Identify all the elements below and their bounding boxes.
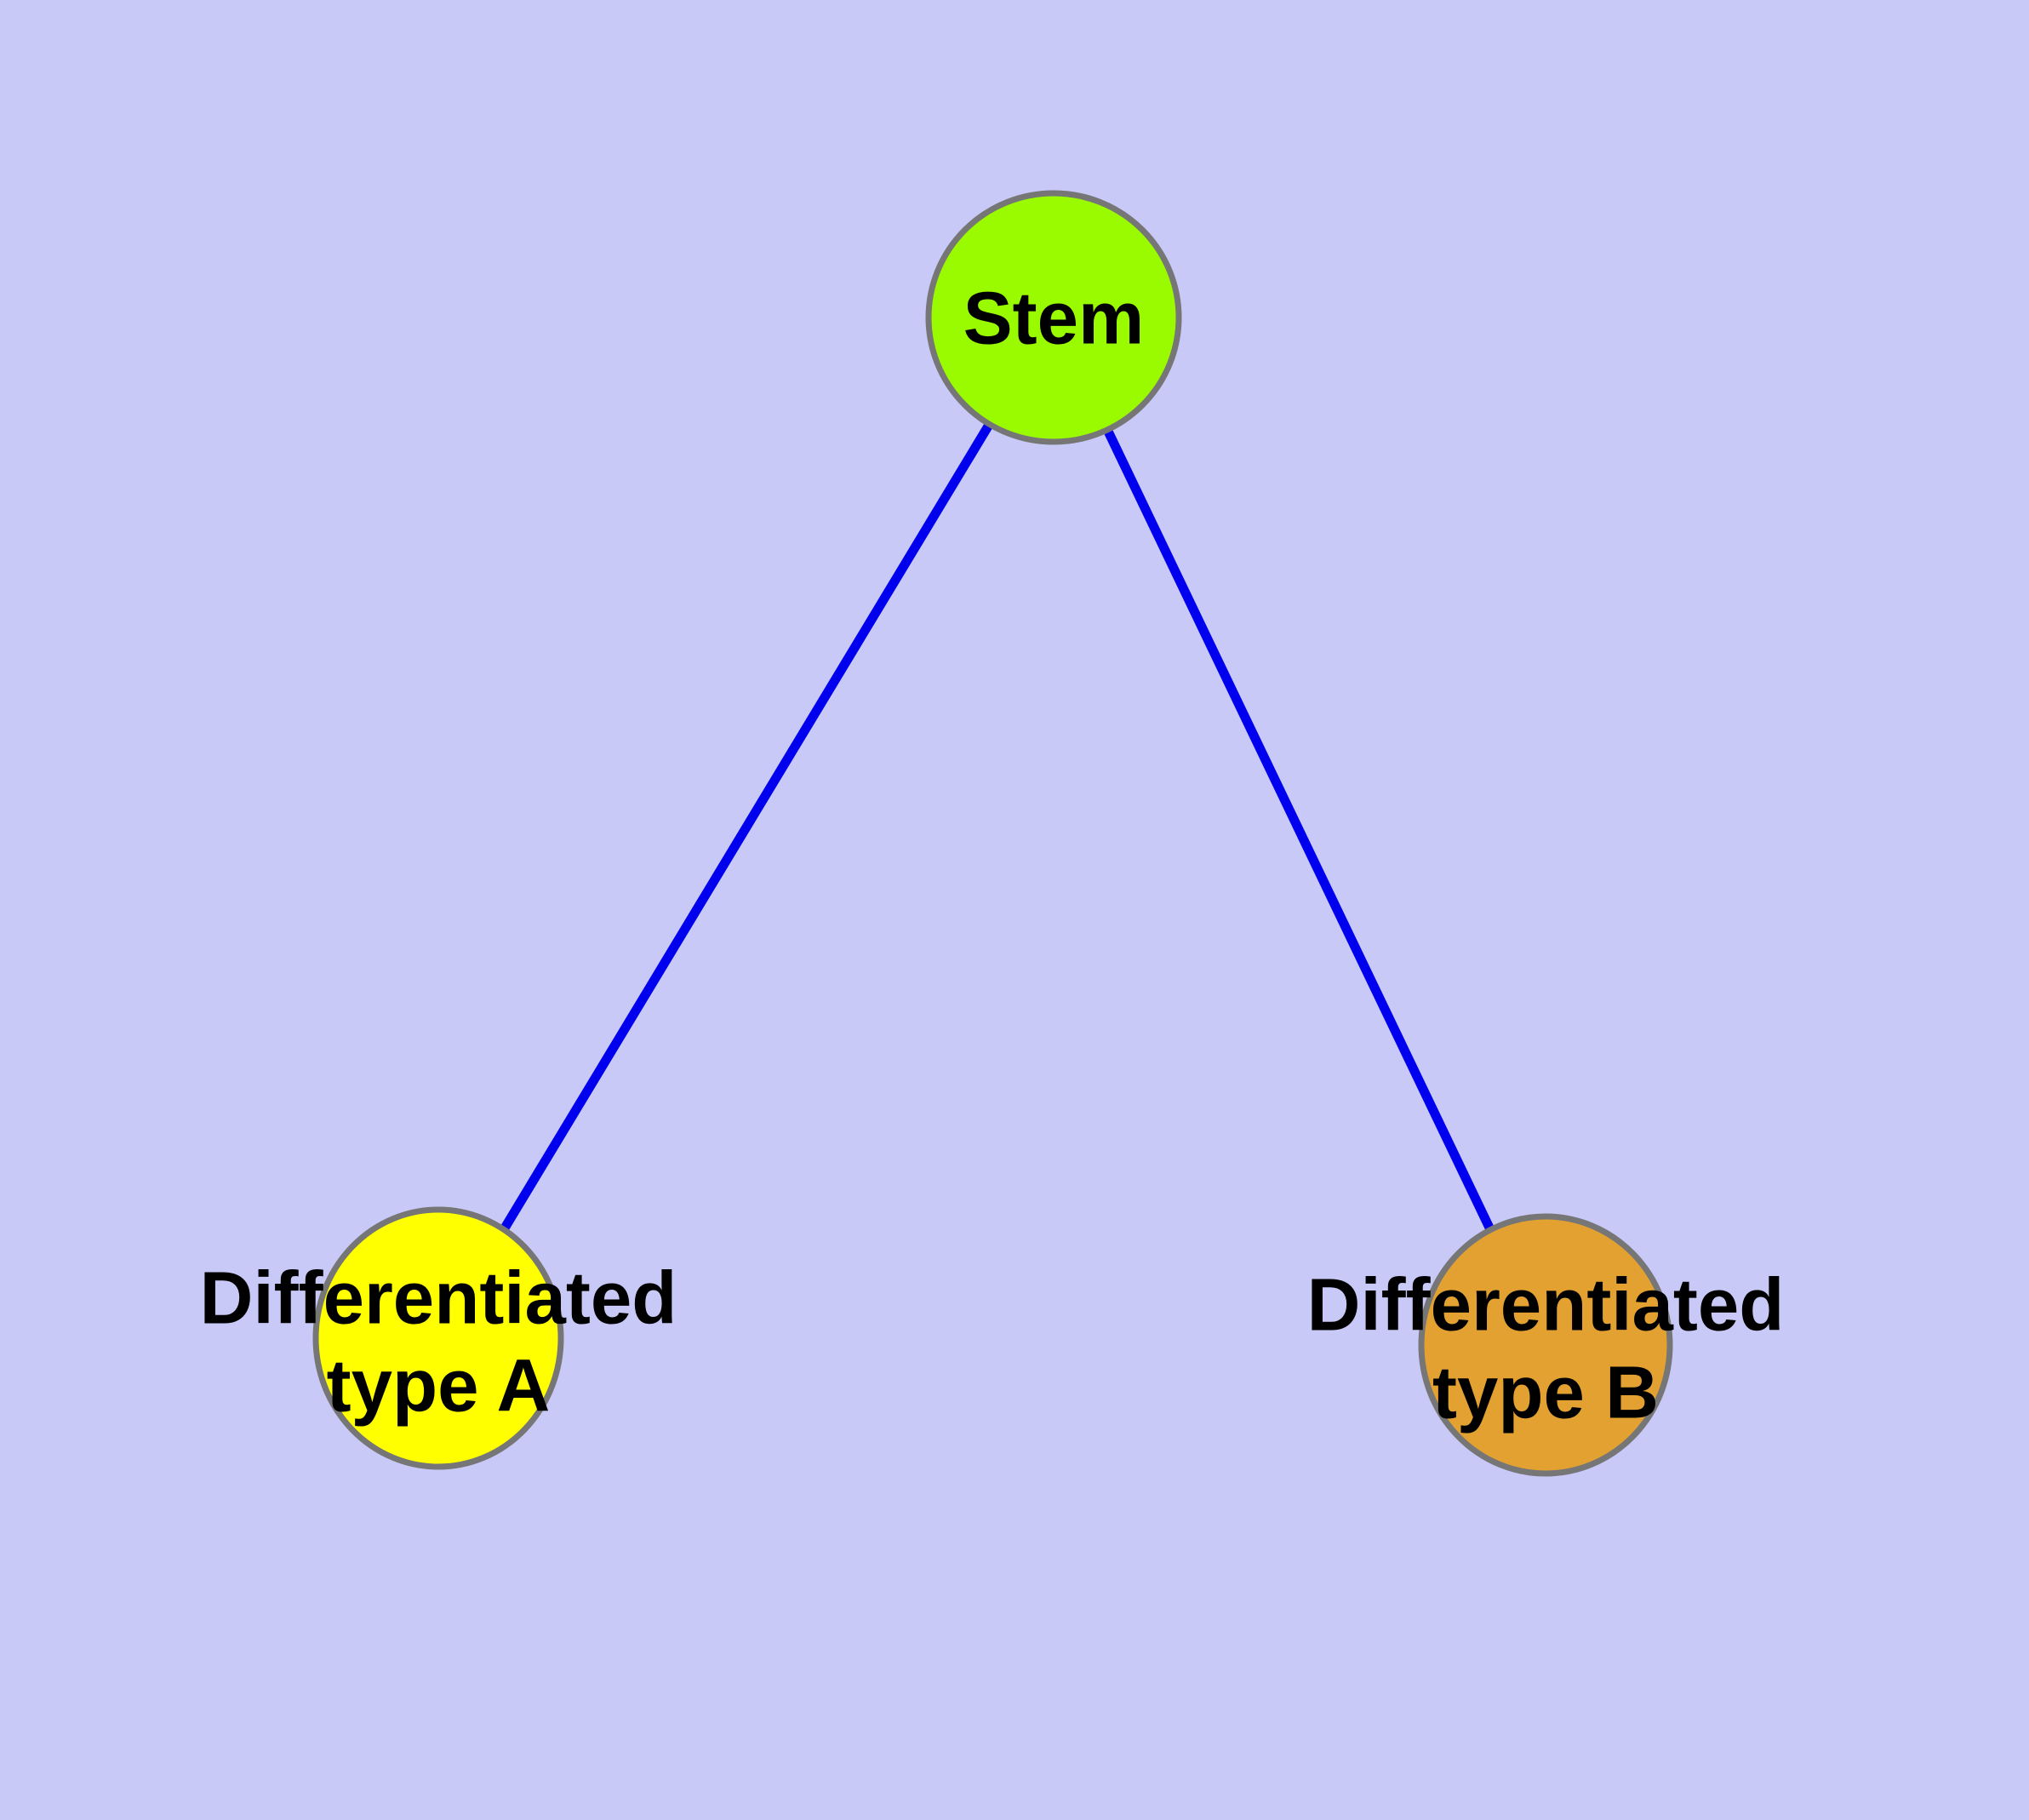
node-stem-circle [925, 190, 1182, 445]
node-label-type-a-line-1: Differentiated [199, 1256, 677, 1340]
node-label-differentiated-type-b: Differentiated type B [1307, 1262, 1785, 1436]
edge-stem-to-type-a [433, 312, 1059, 1343]
node-label-type-b-line-2: type B [1432, 1351, 1659, 1434]
node-label-type-a-line-2: type A [326, 1344, 551, 1427]
node-label-type-b-line-1: Differentiated [1306, 1263, 1785, 1347]
node-differentiated-type-a-circle [312, 1206, 564, 1470]
node-differentiated-type-b-circle [1418, 1213, 1673, 1477]
edge-stem-to-type-b [1049, 312, 1551, 1350]
node-label-differentiated-type-a: Differentiated type A [200, 1255, 677, 1429]
node-label-stem: Stem [963, 276, 1145, 363]
node-label-stem-line-1: Stem [963, 277, 1145, 360]
